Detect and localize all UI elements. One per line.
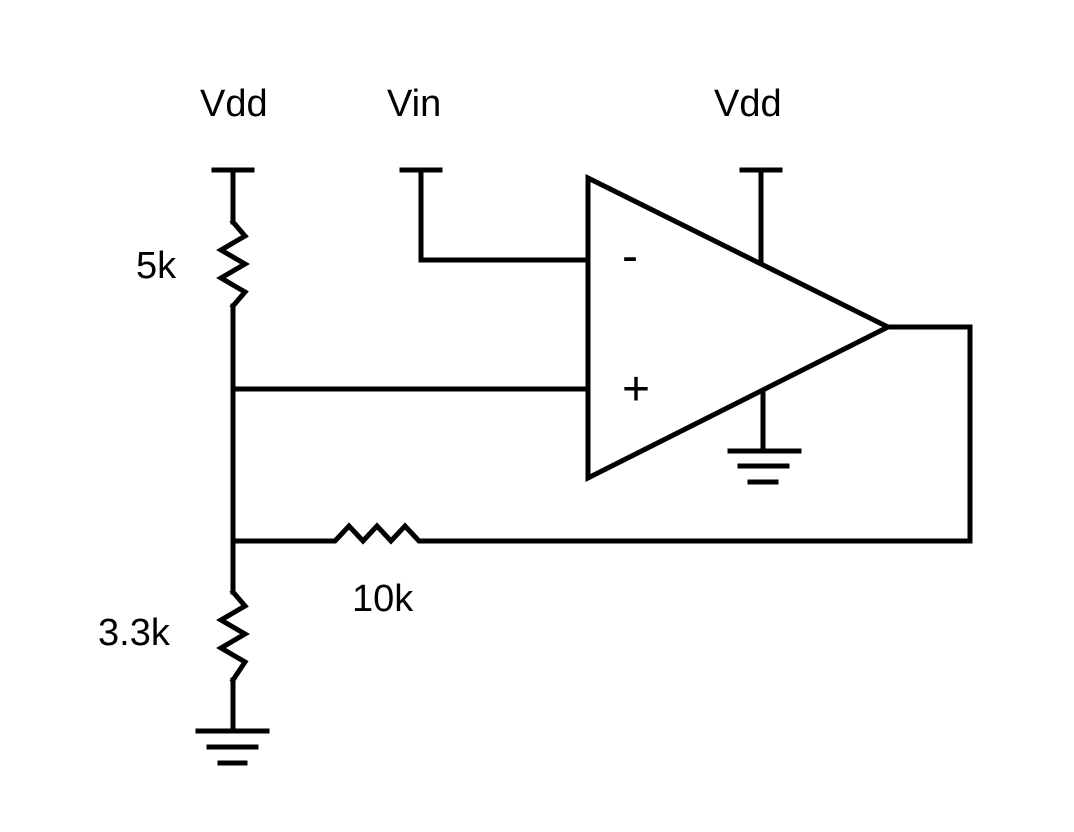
vdd-right-label: Vdd — [714, 83, 782, 125]
vin-label: Vin — [387, 83, 441, 125]
inverting-sign: - — [622, 230, 638, 283]
bottom-ground-symbol — [195, 728, 270, 766]
opamp-triangle — [585, 173, 894, 483]
resistor-5k — [216, 218, 250, 310]
resistor-10k-label: 10k — [352, 578, 414, 620]
resistor-3-3k-label: 3.3k — [98, 612, 171, 654]
vin-terminal — [399, 167, 591, 263]
resistor-3-3k — [216, 588, 250, 684]
noninverting-sign: + — [622, 363, 650, 416]
vdd-left-terminal — [211, 167, 255, 225]
feedback-wire — [230, 324, 973, 545]
opamp-ground-symbol — [727, 448, 802, 485]
resistor-5k-label: 5k — [136, 245, 177, 287]
vdd-right-terminal — [739, 167, 783, 265]
vdd-left-label: Vdd — [200, 83, 268, 125]
